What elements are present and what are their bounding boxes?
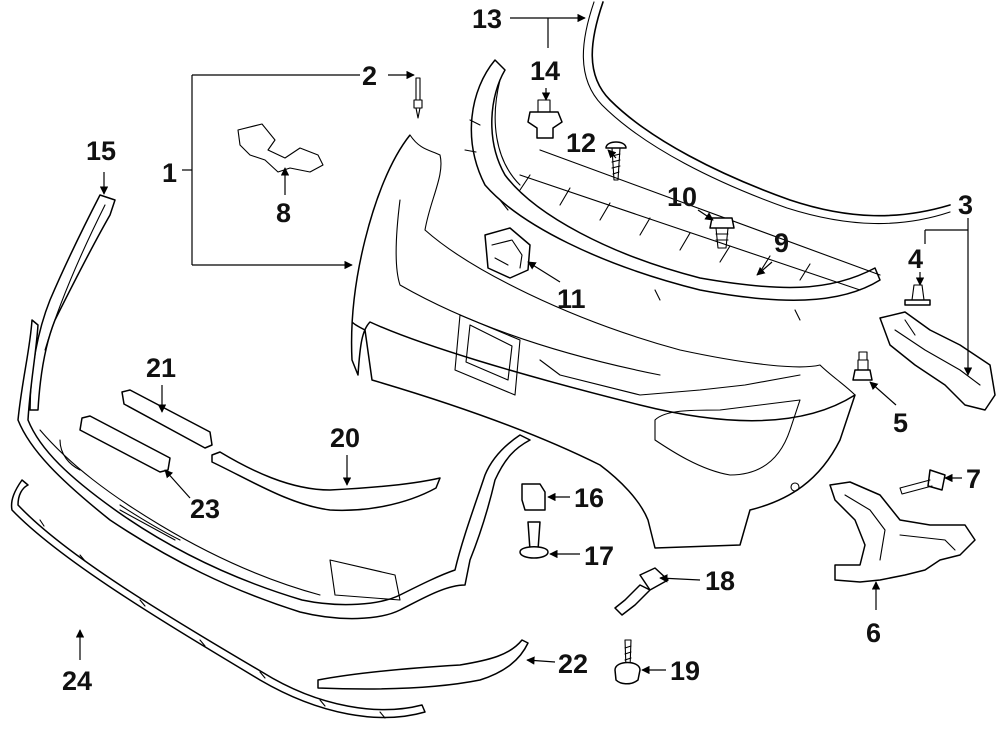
callout-1: 1 <box>162 158 177 188</box>
clip-16 <box>521 483 546 511</box>
callout-11: 11 <box>557 284 586 314</box>
screw-12 <box>605 141 627 181</box>
callout-16: 16 <box>574 483 604 513</box>
push-clip <box>904 284 931 306</box>
callout-9: 9 <box>774 228 789 258</box>
callout-20: 20 <box>330 423 360 453</box>
callout-14: 14 <box>530 56 560 86</box>
screw-19 <box>614 639 641 685</box>
screw-7 <box>899 469 946 495</box>
leader-lines <box>75 13 968 675</box>
clip <box>527 99 563 139</box>
bracket-wire <box>237 123 324 173</box>
sensor-18 <box>614 567 669 616</box>
bumper-absorber <box>464 59 881 321</box>
sensor-bracket <box>484 227 531 279</box>
bolt-5 <box>852 351 873 381</box>
pin-fastener <box>413 77 423 119</box>
callout-22: 22 <box>558 649 588 679</box>
callout-8: 8 <box>276 198 291 228</box>
callout-6: 6 <box>866 618 881 648</box>
callout-7: 7 <box>966 464 981 494</box>
lower-bracket <box>829 481 976 583</box>
side-bracket <box>879 311 996 411</box>
hood-seal-strip <box>582 1 951 225</box>
callout-23: 23 <box>190 494 220 524</box>
callout-12: 12 <box>566 128 596 158</box>
callout-24: 24 <box>62 666 92 696</box>
lower-bumper-fascia <box>17 319 531 620</box>
callout-5: 5 <box>893 408 908 438</box>
callout-15: 15 <box>86 136 116 166</box>
callout-3: 3 <box>958 190 973 220</box>
callout-21: 21 <box>146 353 176 383</box>
callout-10: 10 <box>667 182 697 212</box>
callout-18: 18 <box>705 566 735 596</box>
fog-lamp-bezel <box>211 451 441 512</box>
callout-19: 19 <box>670 656 700 686</box>
bumper-cover <box>350 134 856 549</box>
callout-13: 13 <box>472 4 502 34</box>
lower-valance-front <box>10 479 426 719</box>
push-pin-17 <box>519 521 549 559</box>
callout-2: 2 <box>362 61 377 91</box>
callout-4: 4 <box>908 244 923 274</box>
trim-strip-23 <box>79 415 171 473</box>
left-side-trim <box>29 194 116 411</box>
callout-17: 17 <box>584 541 614 571</box>
callout-labels: 1 2 3 4 5 6 7 8 9 10 11 12 13 14 15 16 1… <box>62 4 981 696</box>
trim-strip-21 <box>121 389 213 449</box>
bolt-10 <box>709 217 735 249</box>
trim-strip-22 <box>317 639 529 690</box>
